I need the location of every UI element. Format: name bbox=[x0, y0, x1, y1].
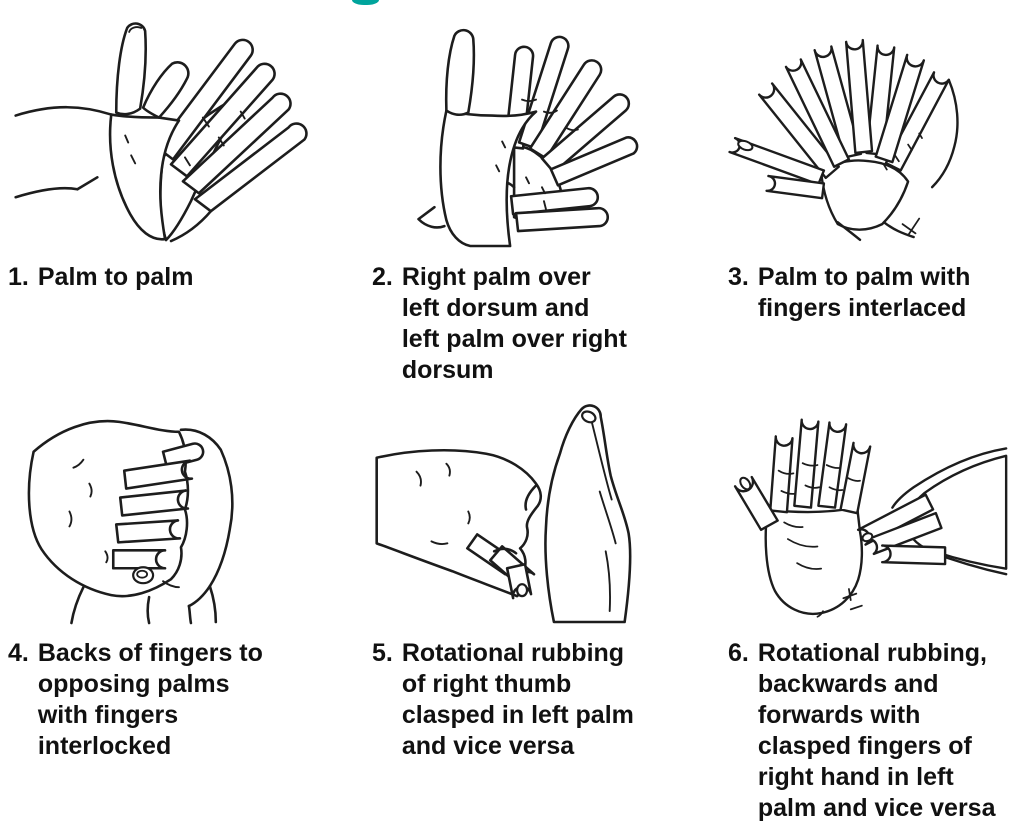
step-caption-text: Palm to palm with fingers interlaced bbox=[757, 263, 971, 322]
step-number: 6. bbox=[728, 639, 749, 667]
step-caption-text: Rotational rubbing of right thumb claspe… bbox=[401, 639, 634, 760]
handwash-steps-grid: 1. Palm to palm 2. Ri bbox=[8, 10, 1016, 824]
step-caption-text: Backs of fingers to opposing palms with … bbox=[37, 639, 263, 760]
interlocked-fists-illustration bbox=[27, 419, 234, 625]
step-cell-6: 6. Rotational rubbing, backwards and for… bbox=[712, 386, 1008, 824]
palm-over-dorsum-illustration bbox=[417, 28, 639, 248]
step-5-caption: 5. Rotational rubbing of right thumb cla… bbox=[360, 638, 712, 762]
step-cell-3: 3. Palm to palm with fingers interlaced bbox=[712, 10, 1008, 386]
step-caption-text: Right palm over left dorsum and left pal… bbox=[401, 263, 627, 384]
step-4-caption: 4. Backs of fingers to opposing palms wi… bbox=[8, 638, 360, 762]
fingers-interlaced-illustration bbox=[728, 38, 959, 242]
thumb-clasped-illustration bbox=[375, 404, 632, 624]
palm-to-palm-illustration bbox=[14, 22, 308, 243]
step-number: 4. bbox=[8, 639, 29, 667]
step-4-figure-area bbox=[8, 400, 360, 626]
step-6-caption: 6. Rotational rubbing, backwards and for… bbox=[712, 638, 1008, 824]
step-cell-2: 2. Right palm over left dorsum and left … bbox=[360, 10, 712, 386]
step-6-figure-area bbox=[712, 400, 1008, 626]
step-caption-text: Rotational rubbing, backwards and forwar… bbox=[757, 639, 996, 822]
step-number: 3. bbox=[728, 263, 749, 291]
step-3-figure-area bbox=[712, 10, 1008, 250]
step-2-figure-area bbox=[360, 10, 712, 250]
cropped-title-text-fragment bbox=[352, 0, 379, 5]
step-caption-text: Palm to palm bbox=[37, 263, 194, 291]
step-2-caption: 2. Right palm over left dorsum and left … bbox=[360, 262, 712, 386]
step-number: 2. bbox=[372, 263, 393, 291]
step-cell-4: 4. Backs of fingers to opposing palms wi… bbox=[8, 386, 360, 824]
step-3-caption: 3. Palm to palm with fingers interlaced bbox=[712, 262, 1008, 324]
step-number: 5. bbox=[372, 639, 393, 667]
step-1-caption: 1. Palm to palm bbox=[8, 262, 360, 293]
step-number: 1. bbox=[8, 263, 29, 291]
step-cell-5: 5. Rotational rubbing of right thumb cla… bbox=[360, 386, 712, 824]
step-1-figure-area bbox=[8, 10, 360, 250]
fingers-in-palm-illustration bbox=[733, 418, 1008, 618]
step-5-figure-area bbox=[360, 400, 712, 626]
step-cell-1: 1. Palm to palm bbox=[8, 10, 360, 386]
